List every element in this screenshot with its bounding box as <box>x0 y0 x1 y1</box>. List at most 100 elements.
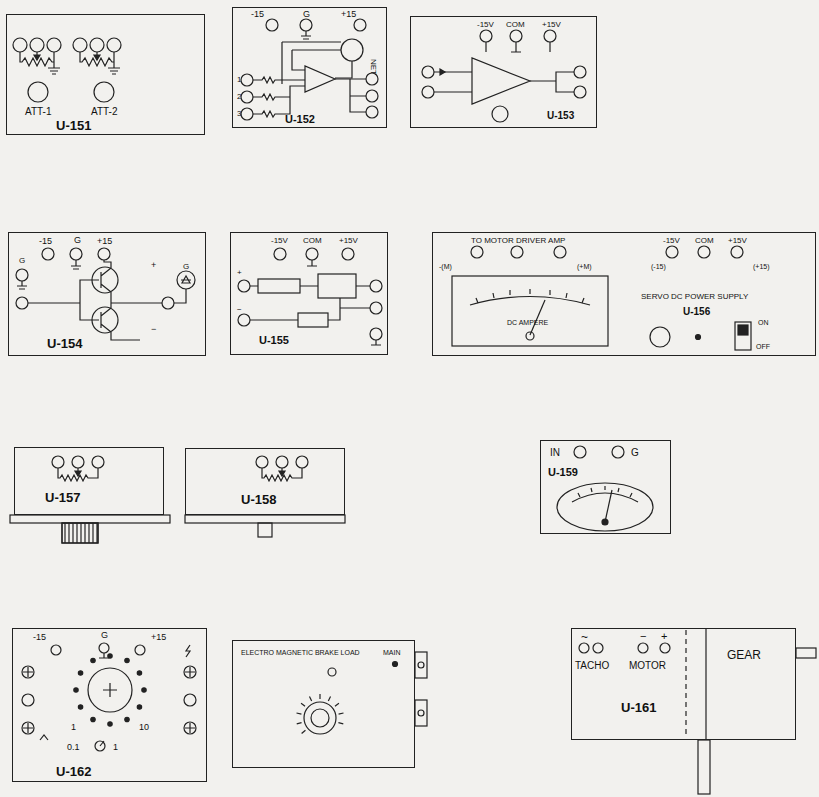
module-panel: ATT-1ATT-2U-151 <box>6 14 205 135</box>
amplifier-symbols <box>366 106 378 118</box>
amplifier-symbols <box>241 108 253 120</box>
dial-symbols <box>185 667 195 733</box>
block-symbols <box>238 280 250 292</box>
terminal-label: 1 <box>71 723 76 732</box>
dial-symbols <box>125 658 129 662</box>
terminal-label: ELECTRO MAGNETIC BRAKE LOAD <box>241 649 360 656</box>
transistor-symbols <box>16 269 28 281</box>
attenuator-symbols <box>94 55 100 60</box>
potentiometer-symbols <box>92 456 104 468</box>
block-symbols <box>370 302 382 314</box>
power-supply-symbols <box>554 246 566 258</box>
brake-unit-symbols <box>297 652 427 734</box>
terminal-label: + <box>151 261 156 270</box>
terminal-label: TO MOTOR DRIVER AMP <box>471 237 565 245</box>
voltmeter-symbols <box>572 493 638 502</box>
transistor-symbols <box>16 248 195 340</box>
attenuator-symbols <box>80 52 120 74</box>
motor-unit-symbols <box>796 648 816 658</box>
potentiometer-symbols <box>75 471 81 476</box>
dial-symbols <box>22 694 34 706</box>
transistor-symbols <box>174 276 191 303</box>
amplifier-symbols <box>510 30 522 42</box>
block-symbols <box>274 248 286 260</box>
brake-unit-symbols <box>415 700 427 726</box>
block-symbols <box>342 248 354 260</box>
dial-symbols <box>103 683 117 697</box>
terminal-label: (+15) <box>753 263 770 270</box>
terminal-label: G <box>74 236 81 245</box>
module-panel: INGU-159 <box>540 440 671 534</box>
terminal-label: G <box>101 631 108 640</box>
terminal-label: OFF <box>756 343 770 350</box>
brake-unit-symbols <box>309 696 311 700</box>
amplifier-symbols <box>574 86 586 98</box>
voltmeter-symbols <box>605 490 612 522</box>
dial-symbols <box>74 688 78 692</box>
dial-symbols <box>78 671 82 675</box>
amplifier-symbols <box>341 39 363 61</box>
terminal-label: ATT-1 <box>25 107 51 117</box>
amplifier-symbols <box>354 19 366 31</box>
dial-symbols <box>95 741 105 751</box>
amplifier-symbols <box>241 74 253 86</box>
voltmeter-symbols <box>602 519 608 525</box>
module-panel: -15G+15123NETU-152 <box>232 7 387 128</box>
dial-symbols <box>78 705 82 709</box>
brake-unit-symbols <box>297 713 302 714</box>
block-symbols <box>370 280 382 292</box>
potentiometer-symbols <box>276 456 288 468</box>
terminal-label: +15 <box>151 633 166 642</box>
power-supply-symbols <box>452 246 751 350</box>
amplifier-symbols <box>422 30 586 122</box>
terminal-label: G <box>303 10 310 19</box>
dial-symbols <box>22 643 196 751</box>
dial-symbols <box>23 667 33 733</box>
attenuator-symbols <box>28 82 48 102</box>
power-supply-symbols <box>530 300 545 335</box>
potentiometer-symbols <box>72 456 84 468</box>
amplifier-symbols <box>300 19 312 31</box>
module-panel: ELECTRO MAGNETIC BRAKE LOADMAIN <box>232 640 415 768</box>
block-symbols <box>371 340 381 345</box>
terminal-label: +15 <box>97 237 112 246</box>
dial-symbols <box>135 645 145 655</box>
terminal-label: ON <box>758 319 769 326</box>
transistor-symbols <box>162 297 174 309</box>
dial-symbols <box>99 643 109 653</box>
amplifier-symbols <box>282 42 352 84</box>
terminal-label: -(M) <box>439 263 452 270</box>
voltmeter-symbols <box>557 483 653 531</box>
power-supply-symbols <box>476 289 584 303</box>
potentiometer-symbols <box>296 456 308 468</box>
module-panel: -15G+15GG+−U-154 <box>8 232 206 356</box>
terminal-label: +15V <box>542 21 561 29</box>
amplifier-symbols <box>241 19 378 120</box>
brake-unit-symbols <box>319 694 320 699</box>
module-panel: U-157 <box>14 447 164 515</box>
module-number: U-153 <box>547 111 574 121</box>
terminal-label: G <box>19 257 25 265</box>
terminal-label: -15 <box>33 633 46 642</box>
voltmeter-symbols <box>578 486 632 497</box>
block-symbols <box>370 328 382 340</box>
brake-unit-symbols <box>297 723 302 724</box>
attenuator-symbols <box>34 55 40 60</box>
transistor-symbols <box>98 248 110 260</box>
power-supply-symbols <box>738 325 748 335</box>
power-supply-symbols <box>735 322 751 350</box>
brake-unit-symbols <box>301 703 305 706</box>
brake-unit-symbols <box>338 723 343 724</box>
module-panel: -15VCOM+15VU-153 <box>410 16 597 128</box>
attenuator-symbols <box>73 38 87 52</box>
attenuator-symbols <box>94 82 114 102</box>
transistor-symbols <box>70 248 82 260</box>
block-symbols <box>306 248 318 260</box>
transistor-symbols <box>16 297 28 309</box>
dial-symbols <box>51 645 61 655</box>
terminal-label: − <box>237 306 242 314</box>
motor-unit-symbols <box>579 628 816 794</box>
attenuator-symbols <box>13 38 27 52</box>
motor-unit-symbols <box>593 643 603 653</box>
terminal-label: 1 <box>237 76 241 84</box>
